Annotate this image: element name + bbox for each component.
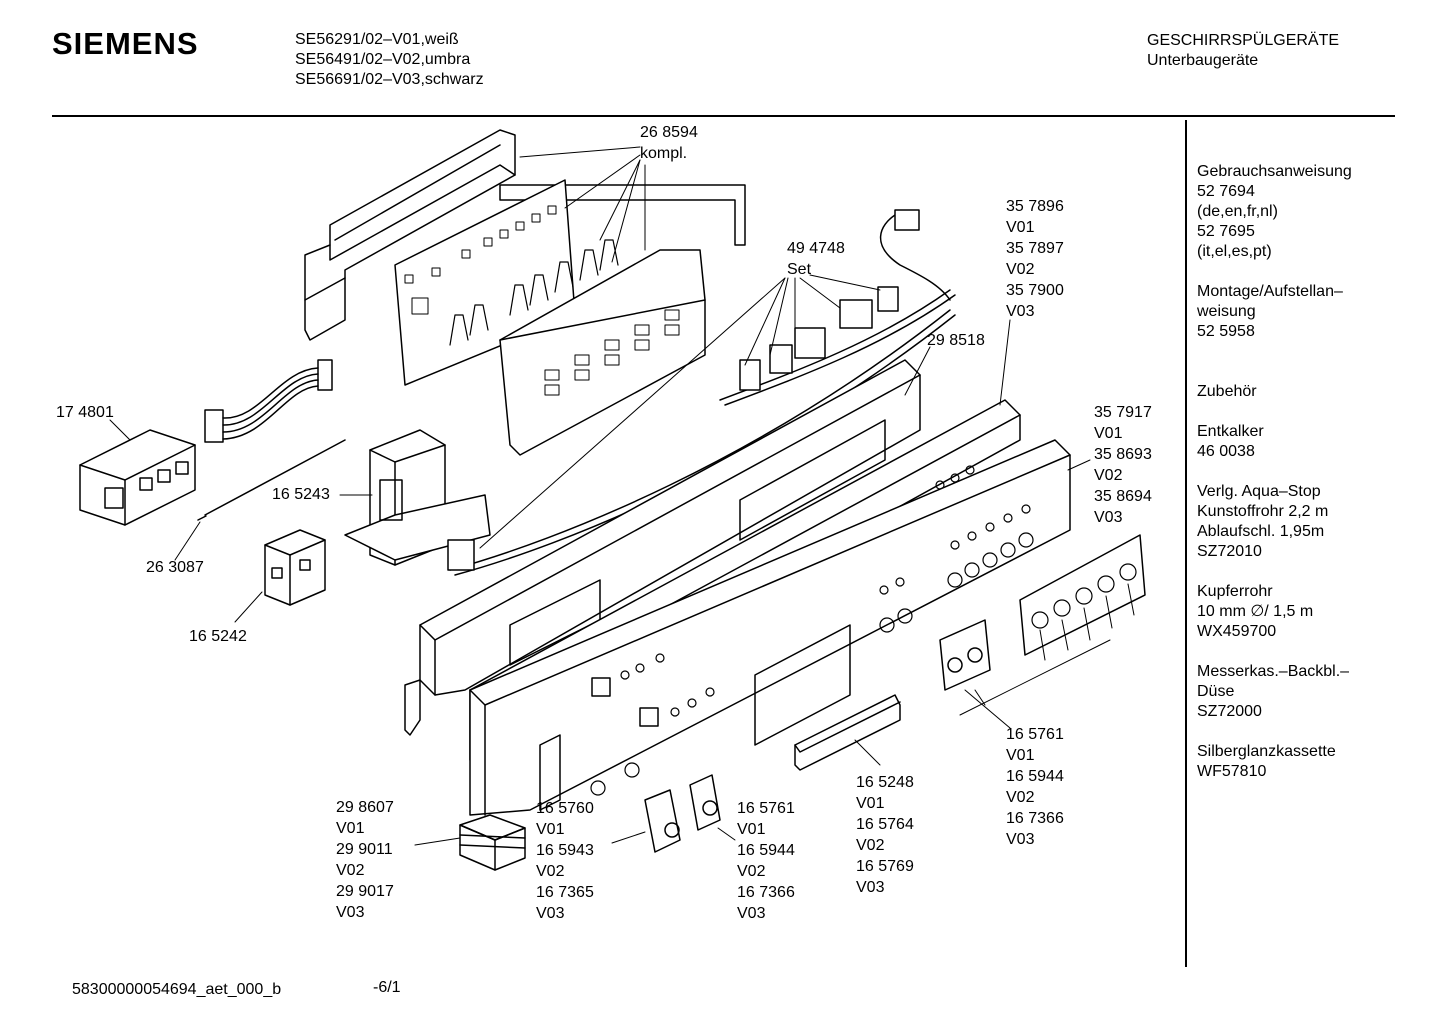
siemens-logo: SIEMENS <box>52 26 199 61</box>
control-board-part <box>394 179 706 456</box>
part-label-357896: 35 7896 V01 35 7897 V02 35 7900 V03 <box>1006 198 1064 320</box>
part-label-494748: 49 4748 Set <box>787 240 845 278</box>
sidebar-accessories-heading: Zubehör <box>1197 383 1257 400</box>
button-stack-part <box>459 814 526 871</box>
inner-panel-part <box>404 359 921 736</box>
accessory-sidebar: Gebrauchsanweisung 52 7694 (de,en,fr,nl)… <box>1197 162 1397 802</box>
part-label-268594: 26 8594 kompl. <box>640 124 698 162</box>
part-label-263087: 26 3087 <box>146 559 204 576</box>
sidebar-descaler: Entkalker 46 0038 <box>1197 423 1264 460</box>
part-label-165760: 16 5760 V01 16 5943 V02 16 7365 V03 <box>536 800 594 922</box>
sidebar-cutlery-basket: Messerkas.–Backbl.– Düse SZ72000 <box>1197 663 1350 720</box>
exploded-parts-drawing <box>79 129 1146 871</box>
model-list: SE56291/02–V01,weiß SE56491/02–V02,umbra… <box>295 31 484 88</box>
sidebar-manual: Gebrauchsanweisung 52 7694 (de,en,fr,nl)… <box>1197 163 1352 260</box>
part-label-298518: 29 8518 <box>927 332 985 349</box>
product-category: GESCHIRRSPÜLGERÄTE Unterbaugeräte <box>1147 32 1340 69</box>
sidebar-aqua-stop: Verlg. Aqua–Stop Kunstoffrohr 2,2 m Abla… <box>1197 483 1329 560</box>
sidebar-installation: Montage/Aufstellan– weisung 52 5958 <box>1197 283 1343 340</box>
front-fascia-part <box>469 439 1071 816</box>
wire-part <box>197 439 346 521</box>
knob-group-middle-part <box>939 619 991 691</box>
sidebar-copper-pipe: Kupferrohr 10 mm ∅/ 1,5 m WX459700 <box>1197 583 1314 640</box>
switch-part <box>264 529 326 606</box>
ribbon-cable-part <box>204 359 333 443</box>
part-label-165248: 16 5248 V01 16 5764 V02 16 5769 V03 <box>856 774 914 896</box>
part-label-165761-left: 16 5761 V01 16 5944 V02 16 7366 V03 <box>737 800 795 922</box>
part-label-165761-right: 16 5761 V01 16 5944 V02 16 7366 V03 <box>1006 726 1064 848</box>
header-divider <box>52 115 1395 117</box>
document-id: 58300000054694_aet_000_b <box>72 981 282 998</box>
page-number: -6/1 <box>373 979 401 996</box>
part-label-298607: 29 8607 V01 29 9011 V02 29 9017 V03 <box>336 799 394 921</box>
part-label-165243: 16 5243 <box>272 486 330 503</box>
sidebar-divider <box>1185 120 1187 967</box>
sidebar-silver-cassette: Silberglanzkassette WF57810 <box>1197 743 1336 780</box>
part-label-165242: 16 5242 <box>189 628 247 645</box>
strip-part <box>794 694 901 771</box>
knob-group-right-part <box>1019 534 1146 656</box>
leader-lines <box>109 146 1135 846</box>
display-module-part <box>79 429 196 526</box>
knob-small-right-part <box>689 774 721 831</box>
knob-small-left-part <box>644 789 681 853</box>
part-label-357917: 35 7917 V01 35 8693 V02 35 8694 V03 <box>1094 404 1152 526</box>
part-label-174801: 17 4801 <box>56 404 114 421</box>
